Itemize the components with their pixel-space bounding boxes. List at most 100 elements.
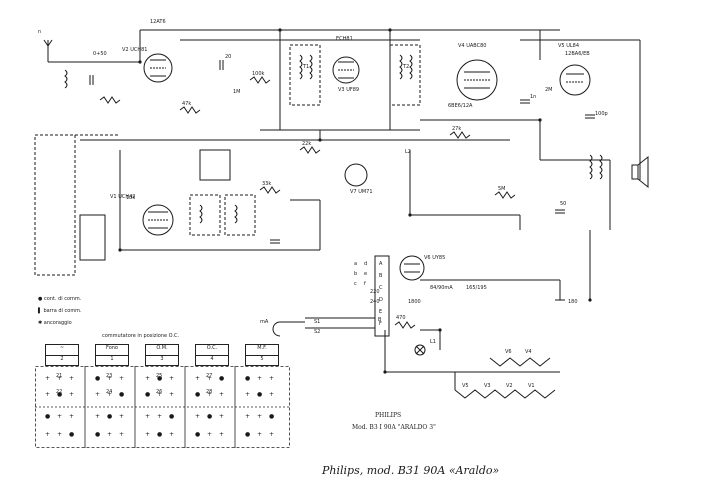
label-470: 470 — [396, 315, 406, 321]
heater-label-5: V2 — [506, 383, 513, 389]
label-5M: 5M — [498, 186, 506, 192]
svg-text:+: + — [69, 375, 74, 382]
svg-text:+: + — [257, 413, 262, 420]
label-l1: L1 — [430, 339, 436, 345]
label-t1: T1 — [303, 64, 310, 70]
svg-text:+: + — [195, 413, 200, 420]
label-mains-current: 84/90mA — [430, 285, 453, 291]
label-l-top: 0+50 — [93, 51, 107, 57]
label-out-v: 180 — [568, 299, 578, 305]
svg-text:+: + — [157, 391, 162, 398]
label-mains-volt: 165/195 — [466, 285, 487, 291]
legend-item-anchor: ✱ ancoraggio — [38, 320, 72, 326]
label-47k: 47k — [182, 101, 192, 107]
svg-text:+: + — [269, 431, 274, 438]
svg-text:+: + — [69, 413, 74, 420]
switch-col-ac: ~ — [45, 344, 79, 357]
label-antenna: n — [38, 29, 42, 35]
svg-text:+: + — [57, 431, 62, 438]
switch-num-phono: 1 — [95, 355, 129, 366]
label-tap-b: B — [379, 273, 383, 279]
switch-num-oc: 4 — [195, 355, 229, 366]
svg-text:+: + — [119, 375, 124, 382]
svg-text:+: + — [107, 431, 112, 438]
label-100k: 100k — [252, 71, 265, 77]
switch-row-28: 28 — [206, 389, 213, 395]
svg-text:+: + — [257, 431, 262, 438]
label-1800: 1800 — [408, 299, 421, 305]
label-v2-type: V2 UCH81 — [122, 47, 148, 53]
svg-text:+: + — [107, 375, 112, 382]
svg-text:+: + — [257, 375, 262, 382]
label-2M: 2M — [545, 87, 553, 93]
svg-text:●: ● — [145, 391, 150, 398]
legend-text-bar: barra di comm. — [43, 308, 82, 314]
label-v1: V1 UCH42 — [110, 194, 136, 200]
title-model: Mod. B3 I 90A "ARALDO 3" — [352, 424, 436, 431]
switch-row-22: 22 — [56, 389, 63, 395]
svg-text:+: + — [219, 413, 224, 420]
svg-text:+: + — [145, 431, 150, 438]
switch-position-grid: +++ +●+ ●++ ++● ●++ ++● +●+ ●++ +●+ ●++ … — [35, 366, 290, 448]
svg-text:●: ● — [219, 375, 224, 382]
svg-text:●: ● — [57, 391, 62, 398]
label-v5-alt: 12BA6/EB — [565, 51, 590, 57]
valve-v1 — [142, 204, 174, 236]
label-l2: L2 — [405, 149, 411, 155]
svg-text:+: + — [157, 413, 162, 420]
label-18k: 18k — [126, 195, 136, 201]
svg-text:+: + — [57, 413, 62, 420]
label-v7: V7 UM71 — [350, 189, 373, 195]
label-tap-e: E — [379, 309, 383, 315]
switch-num-mf: 5 — [245, 355, 279, 366]
switch-num-ac: 2 — [45, 355, 79, 366]
label-c1n: 1n — [530, 94, 537, 100]
label-tap-a: A — [379, 261, 383, 267]
label-pos-a: a — [354, 261, 358, 267]
svg-text:●: ● — [207, 413, 212, 420]
label-v4-alt: 6BE6/12A — [448, 103, 473, 109]
switch-row-25: 25 — [156, 373, 163, 379]
svg-text:+: + — [45, 375, 50, 382]
label-pos-f: f — [364, 281, 366, 287]
label-pos-d: d — [364, 261, 368, 267]
label-tap-f: F — [379, 321, 382, 327]
svg-text:●: ● — [257, 391, 262, 398]
svg-text:●: ● — [195, 431, 200, 438]
svg-text:●: ● — [69, 431, 74, 438]
antenna-symbol — [43, 39, 62, 63]
svg-text:●: ● — [245, 431, 250, 438]
svg-text:●: ● — [245, 375, 250, 382]
svg-text:●: ● — [95, 431, 100, 438]
svg-text:●: ● — [157, 431, 162, 438]
svg-text:+: + — [107, 391, 112, 398]
svg-text:+: + — [245, 413, 250, 420]
heater-label-6: V1 — [528, 383, 535, 389]
svg-text:●: ● — [107, 413, 112, 420]
legend-item-contact: ● cont. di comm. — [38, 296, 82, 302]
label-v6: V6 UY85 — [424, 255, 446, 261]
switch-row-24: 24 — [106, 389, 113, 395]
label-c50: 50 — [560, 201, 567, 207]
label-pos-e: e — [364, 271, 368, 277]
svg-text:+: + — [269, 391, 274, 398]
label-c20: 20 — [225, 54, 232, 60]
svg-text:+: + — [145, 413, 150, 420]
svg-text:+: + — [169, 391, 174, 398]
heater-label-3: V5 — [462, 383, 469, 389]
heater-label-2: V4 — [525, 349, 532, 355]
label-v2: 12AT6 — [150, 19, 166, 25]
legend-text-anchor: ancoraggio — [43, 320, 72, 326]
valve-v4 — [456, 59, 498, 101]
svg-text:+: + — [145, 375, 150, 382]
legend-text-contact: cont. di comm. — [43, 296, 82, 302]
label-v3: V3 UF89 — [338, 87, 360, 93]
label-t2: T2 — [403, 64, 410, 70]
label-v220: 220 — [370, 289, 380, 295]
label-b: B — [378, 317, 382, 323]
label-tap-c: C — [379, 285, 383, 291]
svg-text:+: + — [219, 391, 224, 398]
speaker-icon — [631, 155, 649, 189]
svg-text:+: + — [245, 391, 250, 398]
